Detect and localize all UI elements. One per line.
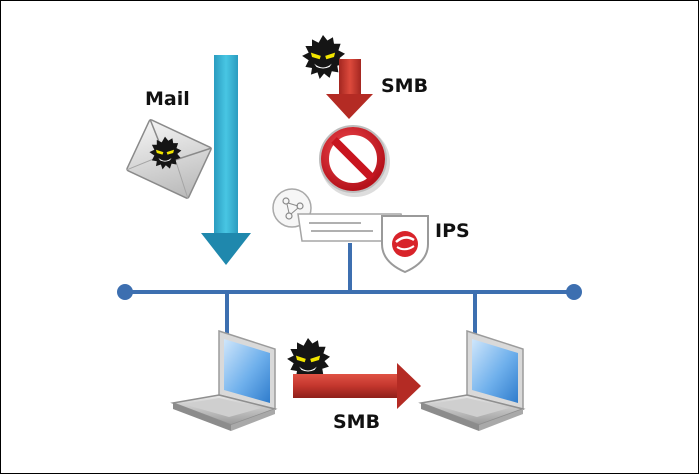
ips-appliance <box>297 213 408 242</box>
smb-arrow-blocked <box>326 59 373 119</box>
ips-shield-icon <box>381 215 429 274</box>
smb-label: SMB <box>333 411 381 433</box>
ips-label: IPS <box>435 220 470 242</box>
laptop-icon <box>170 329 278 431</box>
network-backbone <box>117 243 582 335</box>
malware-bug-icon <box>302 35 345 79</box>
mail-label: Mail <box>145 88 190 110</box>
mail-arrow <box>201 55 251 265</box>
laptop-icon <box>418 329 526 431</box>
prohibited-icon <box>319 125 390 197</box>
smb-arrow-lateral <box>293 363 421 409</box>
smb-label: SMB <box>381 75 429 97</box>
